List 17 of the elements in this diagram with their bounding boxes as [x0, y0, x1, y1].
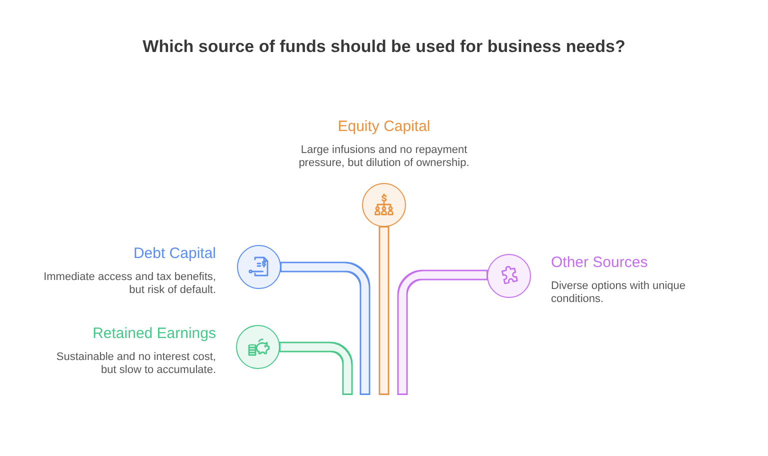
icon-circle	[236, 325, 280, 369]
pipe-connector	[280, 262, 370, 395]
icon-circle	[237, 245, 281, 289]
diagram-title: Which source of funds should be used for business needs?	[142, 37, 626, 57]
heading-text: Retained Earnings	[92, 325, 216, 343]
icon-circle	[487, 254, 531, 298]
pipe-connector	[397, 270, 488, 395]
heading-text: Equity Capital	[338, 118, 430, 136]
description-text: Immediate access and tax benefits, but risk of default.	[42, 271, 216, 297]
description-text: Diverse options with unique conditions.	[551, 280, 687, 306]
heading-text: Debt Capital	[133, 245, 216, 263]
description-text: Sustainable and no interest cost, but slow to accumulate.	[55, 351, 216, 377]
pipe-connector	[378, 226, 390, 395]
pipe-connector	[279, 342, 353, 395]
icon-circle	[362, 183, 406, 227]
heading-text: Other Sources	[551, 254, 648, 272]
description-text: Large infusions and no repayment pressure, but dilution of ownership.	[298, 144, 470, 170]
